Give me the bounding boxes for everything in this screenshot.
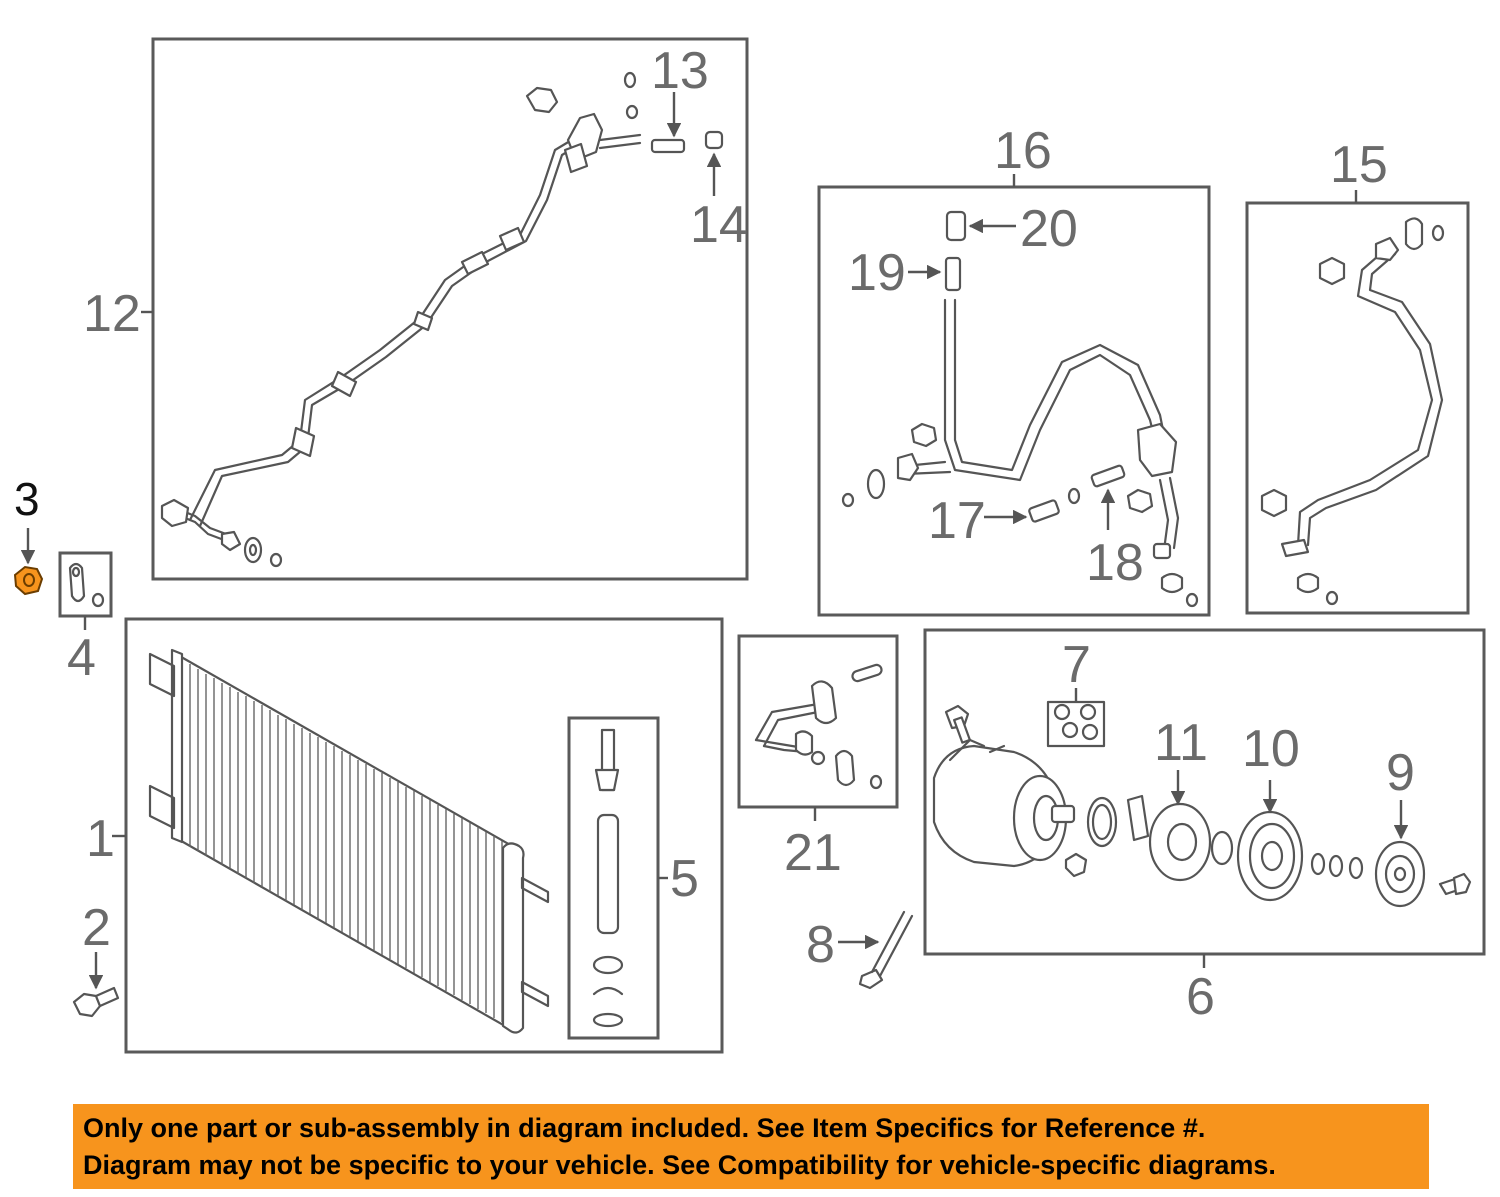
callout-13: 13 [651,42,709,100]
part-3-highlighted: 3 [13,473,44,596]
callout-5: 5 [670,850,699,908]
box-21 [737,634,899,809]
group-16-suction-line: 16 20 19 17 18 [817,122,1211,617]
callout-12: 12 [83,285,141,343]
group-15-discharge-hose: 15 [1245,136,1470,615]
callout-2: 2 [82,899,111,957]
disclaimer-line-2: Diagram may not be specific to your vehi… [83,1149,1276,1180]
box-12 [151,37,749,581]
callout-8: 8 [806,916,835,974]
callout-11: 11 [1154,714,1208,772]
group-2-bolt: 2 [72,899,120,1018]
callout-1: 1 [86,810,115,868]
part-17 [1028,499,1060,523]
group-21-tube: 21 [737,634,899,882]
callout-10: 10 [1242,720,1300,778]
box-4 [58,551,113,618]
box-15 [1245,201,1470,615]
part-20 [945,210,967,242]
group-5-drier: 5 [567,716,699,1040]
callout-20: 20 [1020,200,1078,258]
part-3-seal-shape [13,565,44,596]
callout-9: 9 [1386,744,1415,802]
part-18 [1090,464,1126,488]
group-6-compressor: 7 11 10 9 6 [923,628,1486,1026]
callout-19: 19 [848,244,906,302]
callout-4: 4 [67,629,96,687]
callout-16: 16 [994,122,1052,180]
callout-14: 14 [690,196,748,254]
callout-17: 17 [928,492,986,550]
group-1-condenser: 1 [86,617,724,1054]
callout-3: 3 [14,473,40,525]
disclaimer-line-1: Only one part or sub-assembly in diagram… [83,1112,1206,1143]
group-12-liquid-line: 12 13 14 [83,37,749,581]
callout-7: 7 [1062,636,1091,694]
parts-diagram: 12 13 14 3 4 [13,37,1486,1054]
callout-6: 6 [1186,968,1215,1026]
part-19 [944,256,962,292]
callout-18: 18 [1086,534,1144,592]
callout-21: 21 [784,824,842,882]
group-8-bolt: 8 [806,910,914,990]
callout-15: 15 [1330,136,1388,194]
group-4-seal-kit: 4 [58,551,113,687]
disclaimer-banner: Only one part or sub-assembly in diagram… [73,1104,1429,1189]
